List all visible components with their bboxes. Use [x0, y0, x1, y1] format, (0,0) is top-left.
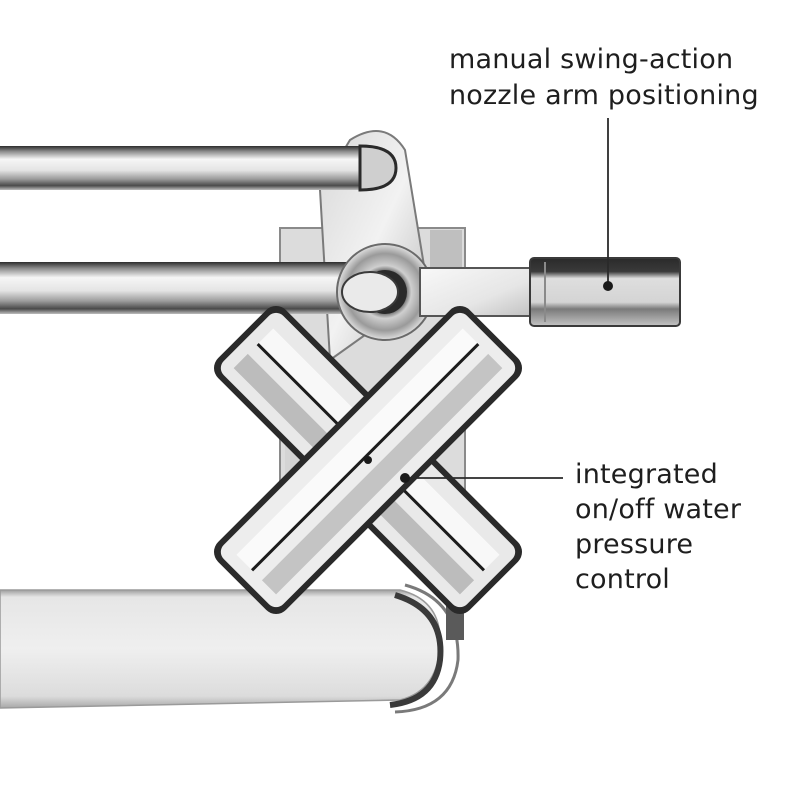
lower-pipe [0, 262, 380, 314]
callout-leader-swing-action [603, 118, 613, 291]
callout-line: manual swing-action [449, 44, 734, 75]
shower-head-bar [0, 580, 464, 714]
callout-leader-water-control [400, 473, 563, 483]
callout-line: on/off water [575, 494, 742, 525]
callout-line: integrated [575, 459, 718, 490]
callout-swing-action-label: manual swing-action nozzle arm positioni… [449, 42, 759, 114]
callout-line: nozzle arm positioning [449, 80, 759, 111]
cross-handle [213, 305, 523, 615]
upper-pipe [0, 144, 398, 192]
callout-line: control [575, 564, 670, 595]
callout-line: pressure [575, 529, 694, 560]
nozzle-arm [419, 257, 681, 327]
callout-water-control-label: integrated on/off water pressure control [575, 457, 741, 597]
swivel-nut [336, 243, 434, 341]
